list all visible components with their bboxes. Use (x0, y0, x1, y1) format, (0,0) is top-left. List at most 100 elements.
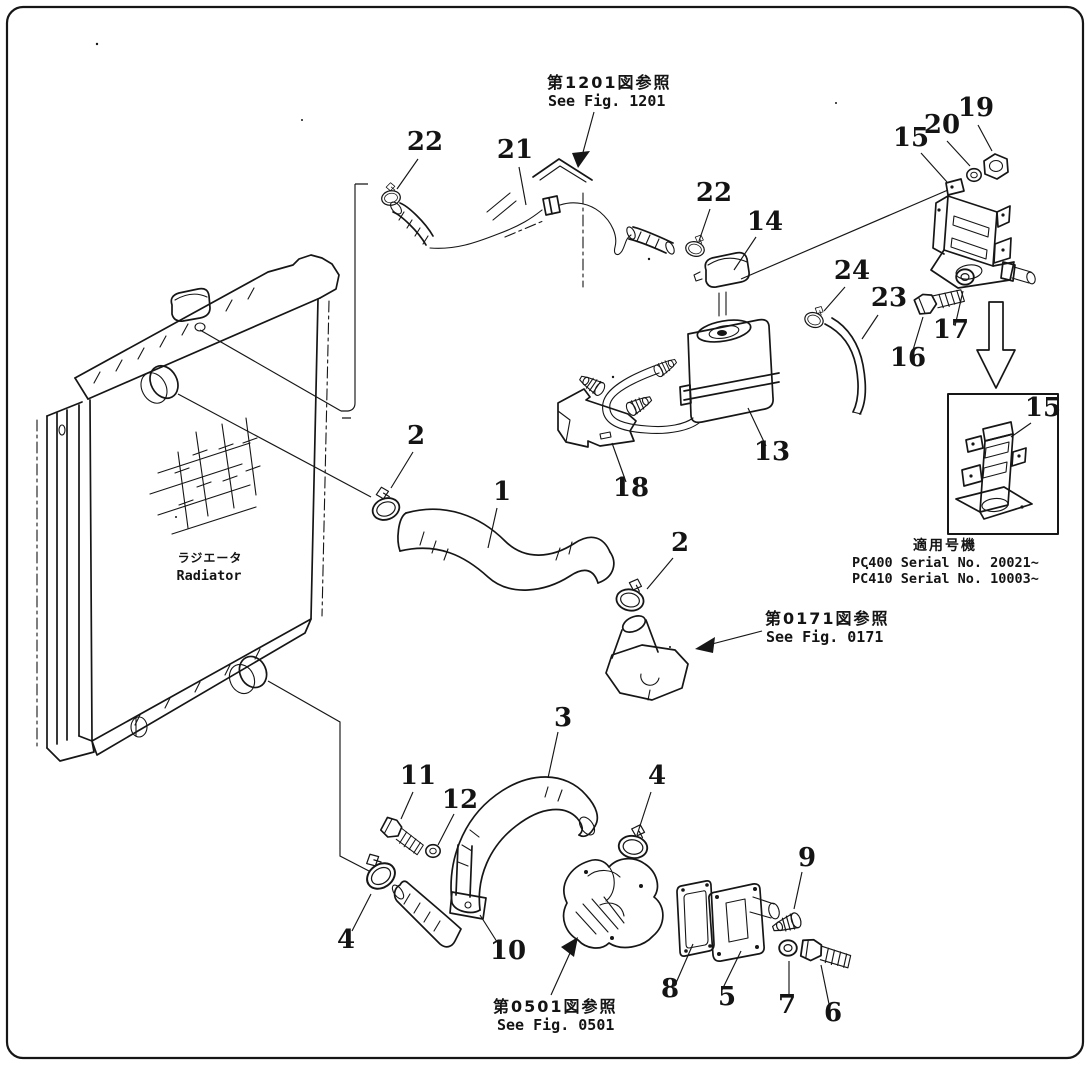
callout-leader (1010, 422, 1032, 438)
callout-leader (518, 166, 527, 206)
tank-nipple (651, 355, 680, 379)
radiator-core-symbol (149, 417, 261, 535)
callout-leader (390, 451, 414, 489)
part-callout-10: 10 (490, 936, 526, 966)
note-arrow (572, 151, 590, 168)
radiator-lower-pipe (238, 655, 268, 689)
part-callout-2: 2 (671, 528, 689, 558)
part-callout-1: 1 (493, 477, 511, 507)
callout-leader (946, 140, 971, 167)
callout-leader (920, 152, 948, 183)
thermostat-elbow (605, 615, 689, 701)
note-fig0171-en: See Fig. 0171 (766, 628, 883, 646)
callout-leader (733, 236, 757, 271)
part-callout-6: 6 (824, 998, 842, 1028)
tank-bracket-18 (557, 371, 655, 448)
clamp-4-right (616, 820, 653, 862)
drain-hose-23 (802, 301, 867, 415)
part-callout-8: 8 (661, 974, 679, 1004)
part-callout-5: 5 (718, 982, 736, 1012)
gasket-8 (676, 880, 715, 957)
washer-20 (966, 167, 982, 183)
fitting-9 (770, 910, 804, 937)
part-callout-16: 16 (890, 343, 926, 373)
part-callout-11: 11 (400, 761, 436, 791)
part-callout-3: 3 (554, 703, 572, 733)
note-fig1201-jp: 第1201図参照 (547, 73, 672, 92)
tank-strap (679, 372, 780, 406)
outlet-connector-group (676, 880, 854, 969)
part-callout-13: 13 (754, 437, 790, 467)
callout-leader (400, 791, 414, 820)
flange-5 (708, 883, 765, 962)
clamp-2-right (613, 574, 649, 615)
callout-leader (698, 208, 711, 242)
washer-7 (778, 939, 798, 957)
radiator-drawing: ラジエータ Radiator (36, 254, 340, 762)
callout-leader (675, 943, 694, 984)
tank-cap-14 (704, 251, 750, 288)
overflow-tube-21 (378, 180, 709, 259)
page-border (5, 5, 1085, 1060)
reservoir-tank-13 (602, 251, 780, 434)
note-fig1201-en: See Fig. 1201 (548, 92, 665, 110)
callout-leader (793, 871, 803, 910)
part-callout-22: 22 (407, 127, 443, 157)
callout-leader (611, 442, 627, 483)
detail-arrow (976, 301, 1016, 389)
routing-lines (177, 183, 949, 872)
scan-speckles (95, 42, 869, 648)
note-arrow (695, 637, 715, 653)
callout-leader (351, 893, 372, 932)
water-pump (562, 857, 664, 949)
callout-leader (479, 914, 500, 946)
callout-leader (487, 507, 498, 549)
callout-leader (954, 290, 964, 327)
callout-leader (747, 407, 767, 447)
applicability-header: 適用号機 (913, 537, 977, 554)
part-callout-18: 18 (613, 473, 649, 503)
callout-leader (437, 813, 455, 846)
bracket-stud (623, 391, 655, 418)
radiator-cap (170, 287, 211, 322)
lower-hose-3 (450, 776, 653, 914)
part-callout-24: 24 (834, 256, 870, 286)
part-callout-20: 20 (924, 110, 960, 140)
part-callout-23: 23 (871, 283, 907, 313)
part-callout-4: 4 (648, 761, 666, 791)
phantom-frame-lines (486, 158, 593, 288)
part-callout-7: 7 (778, 990, 796, 1020)
part-callout-4: 4 (337, 925, 355, 955)
note-arrow (561, 937, 578, 957)
bolt-11 (377, 814, 429, 856)
radiator-upper-pipe (149, 364, 179, 400)
radiator-drain (130, 716, 148, 738)
callout-leader (861, 314, 879, 340)
applicability-line: PC400 Serial No. 20021~ (852, 555, 1039, 571)
clamp-2-left (364, 482, 404, 525)
part-callout-14: 14 (747, 207, 783, 237)
clamp-22-left (378, 180, 403, 208)
part-callout-15: 15 (893, 123, 929, 153)
radiator-label-jp: ラジエータ (178, 551, 243, 565)
note-fig0171-jp: 第0171図参照 (765, 609, 890, 628)
callout-leader (823, 286, 846, 312)
note-fig0501-en: See Fig. 0501 (497, 1016, 614, 1034)
clamp-22-right (683, 231, 709, 259)
figure-notes: 第1201図参照 See Fig. 1201 第0171図参照 See Fig.… (493, 73, 1039, 1034)
mount-bracket-15 (912, 153, 1036, 389)
bracket-stud (576, 371, 608, 398)
callout-leader (820, 964, 830, 1005)
callout-leader (636, 791, 652, 836)
washer-12 (425, 843, 441, 859)
clamp-24 (802, 301, 829, 331)
part-callout-22: 22 (696, 178, 732, 208)
part-callout-2: 2 (407, 421, 425, 451)
part-callout-19: 19 (958, 93, 994, 123)
nut-19 (983, 153, 1009, 180)
applicability-line: PC410 Serial No. 10003~ (852, 571, 1039, 587)
part-callout-15: 15 (1025, 393, 1061, 423)
